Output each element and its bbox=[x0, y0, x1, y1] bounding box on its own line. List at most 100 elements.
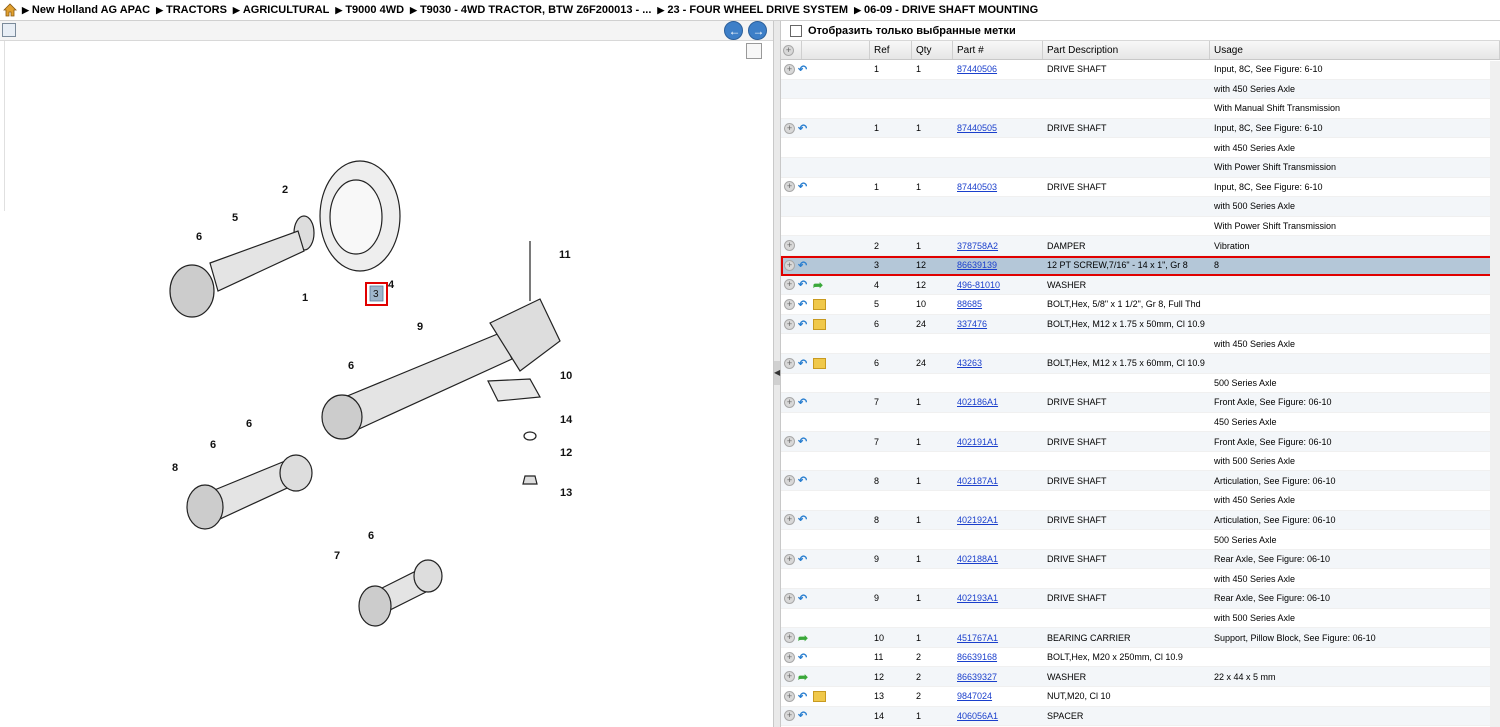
add-to-cart-icon[interactable]: + bbox=[784, 710, 795, 722]
part-number-link[interactable]: 337476 bbox=[957, 319, 988, 330]
add-to-cart-icon[interactable]: + bbox=[784, 181, 795, 193]
highlighted-callout[interactable]: 3 bbox=[365, 282, 388, 306]
part-number-link[interactable]: 451767A1 bbox=[957, 632, 999, 643]
part-number-link[interactable]: 378758A2 bbox=[957, 240, 999, 251]
table-row[interactable]: With Power Shift Transmission bbox=[781, 157, 1500, 178]
add-to-cart-icon[interactable]: + bbox=[784, 436, 795, 448]
return-arrow-icon[interactable]: ↶ bbox=[798, 279, 808, 292]
breadcrumb-item[interactable]: ▶TRACTORS bbox=[156, 4, 227, 16]
return-arrow-icon[interactable]: ↶ bbox=[798, 298, 808, 311]
breadcrumb-item[interactable]: ▶New Holland AG APAC bbox=[22, 4, 151, 16]
return-arrow-icon[interactable]: ↶ bbox=[798, 514, 808, 527]
part-number-link[interactable]: 86639139 bbox=[957, 260, 998, 271]
part-number-link[interactable]: 402192A1 bbox=[957, 514, 999, 525]
column-header-usage[interactable]: Usage bbox=[1210, 41, 1500, 59]
collapse-arrow-icon[interactable]: ◀ bbox=[774, 361, 780, 385]
table-row[interactable]: with 500 Series Axle bbox=[781, 197, 1500, 217]
package-icon[interactable] bbox=[813, 298, 826, 310]
part-number-link[interactable]: 43263 bbox=[957, 358, 983, 369]
table-row[interactable]: with 450 Series Axle bbox=[781, 138, 1500, 158]
part-number-link[interactable]: 88685 bbox=[957, 299, 983, 310]
splitter[interactable]: ◀ bbox=[773, 21, 781, 727]
column-header-part[interactable]: Part # bbox=[953, 41, 1043, 59]
fit-view-button[interactable] bbox=[746, 43, 762, 59]
expand-all-button[interactable]: + bbox=[781, 41, 802, 59]
return-arrow-icon[interactable]: ↶ bbox=[798, 592, 808, 605]
return-arrow-icon[interactable]: ↶ bbox=[798, 63, 808, 76]
part-number-link[interactable]: 402187A1 bbox=[957, 475, 999, 486]
package-icon[interactable] bbox=[813, 318, 826, 330]
show-selected-checkbox[interactable] bbox=[790, 24, 802, 37]
add-to-cart-icon[interactable]: + bbox=[784, 279, 795, 291]
add-to-cart-icon[interactable]: + bbox=[784, 63, 795, 75]
part-number-link[interactable]: 86639327 bbox=[957, 671, 998, 682]
add-to-cart-icon[interactable]: + bbox=[784, 632, 795, 644]
return-arrow-icon[interactable]: ↶ bbox=[798, 553, 808, 566]
return-arrow-icon[interactable]: ↶ bbox=[798, 122, 808, 135]
breadcrumb-item[interactable]: ▶AGRICULTURAL bbox=[232, 4, 330, 16]
replacement-arrow-icon[interactable]: ➦ bbox=[798, 630, 809, 645]
return-arrow-icon[interactable]: ↶ bbox=[798, 710, 808, 723]
part-number-link[interactable]: 406056A1 bbox=[957, 710, 999, 721]
breadcrumb-item[interactable]: ▶06-09 - DRIVE SHAFT MOUNTING bbox=[854, 4, 1039, 16]
part-number-link[interactable]: 87440505 bbox=[957, 123, 998, 134]
table-row[interactable]: with 450 Series Axle bbox=[781, 491, 1500, 511]
table-row[interactable]: 500 Series Axle bbox=[781, 374, 1500, 394]
return-arrow-icon[interactable]: ↶ bbox=[798, 396, 808, 409]
part-number-link[interactable]: 496-81010 bbox=[957, 279, 1001, 290]
return-arrow-icon[interactable]: ↶ bbox=[798, 690, 808, 703]
return-arrow-icon[interactable]: ↶ bbox=[798, 651, 808, 664]
table-row[interactable]: With Power Shift Transmission bbox=[781, 217, 1500, 237]
table-row[interactable]: 500 Series Axle bbox=[781, 530, 1500, 550]
next-button[interactable]: → bbox=[748, 21, 767, 40]
scrollbar[interactable] bbox=[1490, 61, 1500, 727]
breadcrumb-item[interactable]: ▶23 - FOUR WHEEL DRIVE SYSTEM bbox=[657, 4, 849, 16]
part-number-link[interactable]: 86639168 bbox=[957, 652, 998, 663]
home-icon[interactable] bbox=[2, 2, 18, 18]
table-row[interactable]: with 450 Series Axle bbox=[781, 334, 1500, 354]
breadcrumb-item[interactable]: ▶T9000 4WD bbox=[335, 4, 405, 16]
add-to-cart-icon[interactable]: + bbox=[784, 298, 795, 310]
part-number-link[interactable]: 402188A1 bbox=[957, 554, 999, 565]
add-to-cart-icon[interactable]: + bbox=[784, 553, 795, 565]
add-to-cart-icon[interactable]: + bbox=[784, 475, 795, 487]
column-header-qty[interactable]: Qty bbox=[912, 41, 953, 59]
add-to-cart-icon[interactable]: + bbox=[784, 318, 795, 330]
expand-panel-button[interactable] bbox=[2, 23, 16, 37]
breadcrumb-item[interactable]: ▶T9030 - 4WD TRACTOR, BTW Z6F200013 - ..… bbox=[410, 4, 652, 16]
table-row[interactable]: with 450 Series Axle bbox=[781, 79, 1500, 100]
previous-button[interactable]: ← bbox=[724, 21, 743, 40]
part-number-link[interactable]: 402191A1 bbox=[957, 436, 999, 447]
return-arrow-icon[interactable]: ↶ bbox=[798, 259, 808, 272]
add-to-cart-icon[interactable]: + bbox=[784, 259, 795, 271]
table-row[interactable]: 450 Series Axle bbox=[781, 413, 1500, 433]
part-number-link[interactable]: 9847024 bbox=[957, 691, 993, 702]
return-arrow-icon[interactable]: ↶ bbox=[798, 181, 808, 194]
add-to-cart-icon[interactable]: + bbox=[784, 122, 795, 134]
return-arrow-icon[interactable]: ↶ bbox=[798, 436, 808, 449]
package-icon[interactable] bbox=[813, 357, 826, 369]
add-to-cart-icon[interactable]: + bbox=[784, 514, 795, 526]
table-row[interactable]: with 450 Series Axle bbox=[781, 569, 1500, 590]
table-row[interactable]: With Manual Shift Transmission bbox=[781, 99, 1500, 119]
add-to-cart-icon[interactable]: + bbox=[784, 396, 795, 408]
add-to-cart-icon[interactable]: + bbox=[784, 690, 795, 702]
